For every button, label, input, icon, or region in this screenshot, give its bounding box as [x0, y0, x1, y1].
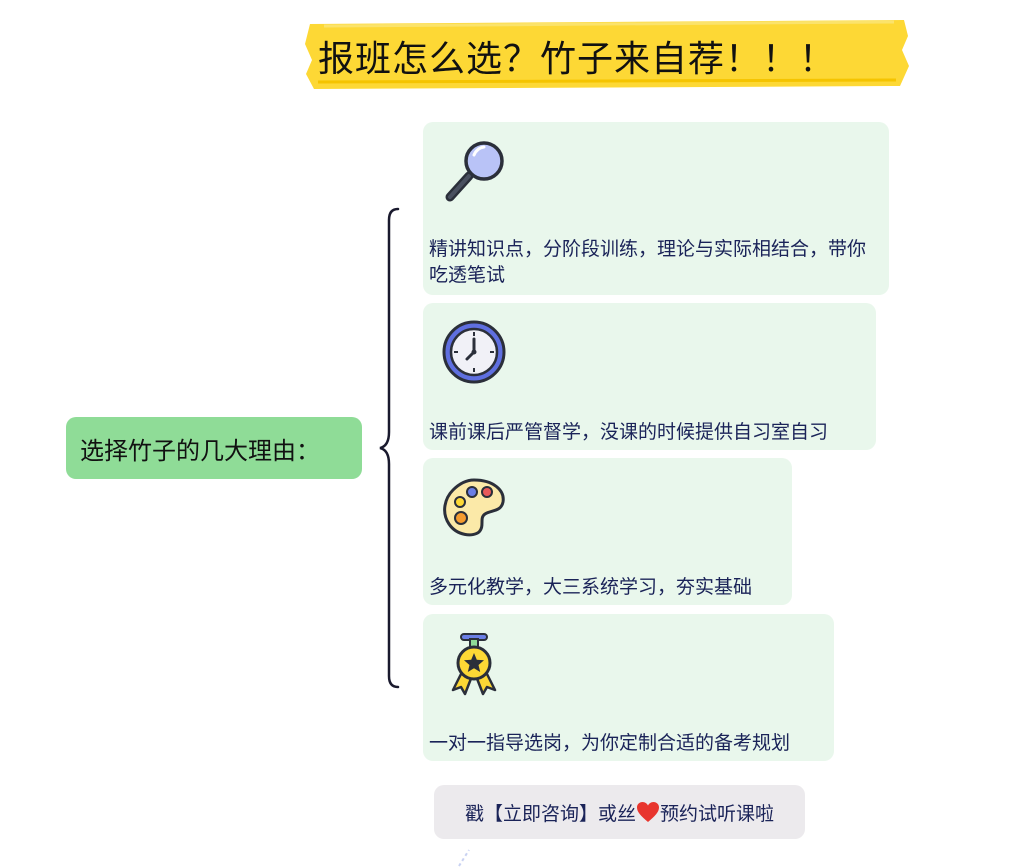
footer-text-before: 戳【立即咨询】或丝: [464, 802, 636, 825]
footer-note: 戳【立即咨询】或丝 预约试听课啦: [434, 785, 805, 839]
branch-text-4: 一对一指导选岗，为你定制合适的备考规划: [429, 732, 791, 754]
curly-brace-connector: [379, 207, 400, 689]
branch-card-2: 课前课后严管督学，没课的时候提供自习室自习: [423, 303, 876, 450]
heart-icon: [637, 802, 659, 822]
medal-icon: [451, 633, 497, 696]
magnifier-icon: [445, 141, 504, 202]
root-node: 选择竹子的几大理由：: [66, 417, 362, 479]
decorative-stroke: [458, 849, 470, 867]
root-label: 选择竹子的几大理由：: [80, 436, 320, 465]
clock-icon: [442, 320, 506, 384]
branch-text-1: 精讲知识点，分阶段训练，理论与实际相结合，带你吃透笔试: [429, 238, 867, 286]
footer-text-after: 预约试听课啦: [660, 802, 775, 825]
title-highlight: [305, 20, 909, 89]
page-title: 报班怎么选？竹子来自荐！！！: [318, 39, 837, 80]
branch-card-4: 一对一指导选岗，为你定制合适的备考规划: [423, 614, 834, 761]
branch-card-1: 精讲知识点，分阶段训练，理论与实际相结合，带你吃透笔试: [423, 122, 889, 295]
branch-card-3: 多元化教学，大三系统学习，夯实基础: [423, 458, 792, 605]
branch-text-3: 多元化教学，大三系统学习，夯实基础: [429, 576, 753, 598]
branch-text-2: 课前课后严管督学，没课的时候提供自习室自习: [429, 421, 829, 443]
palette-icon: [443, 478, 505, 537]
